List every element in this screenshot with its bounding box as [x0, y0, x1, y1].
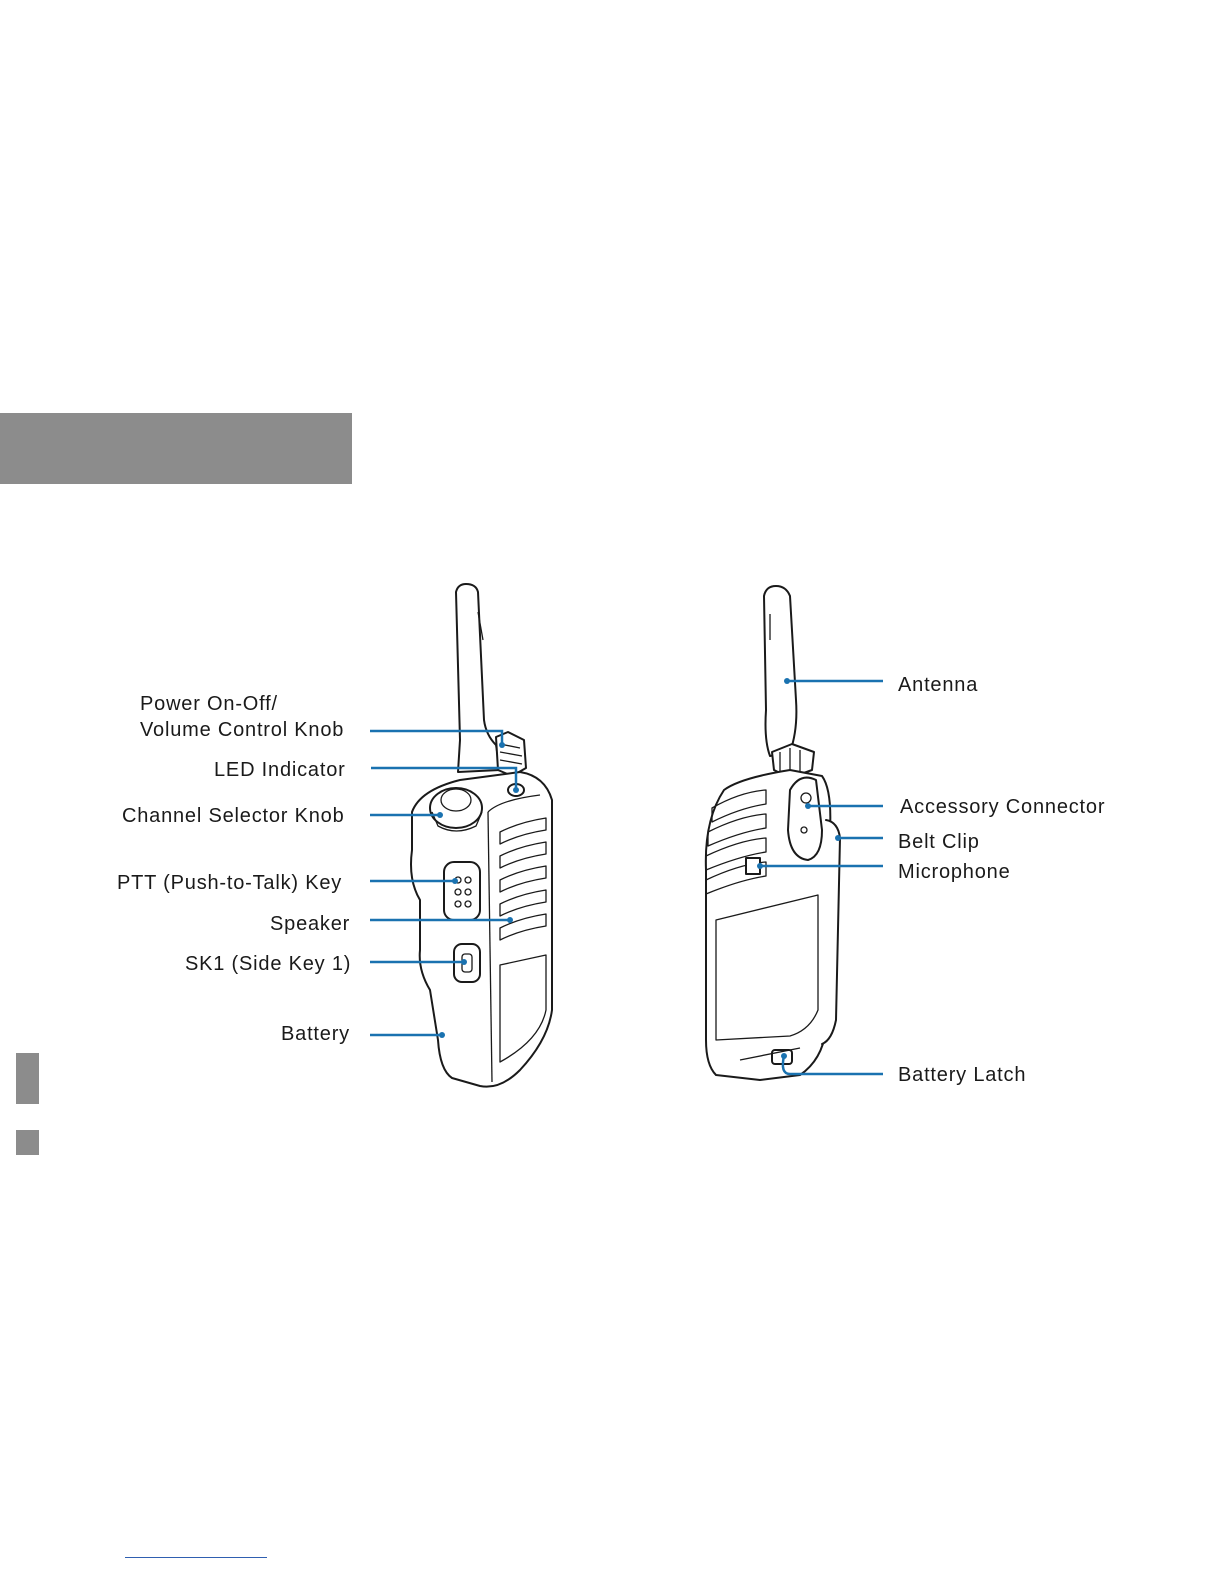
label-battery: Battery [281, 1023, 350, 1045]
label-speaker: Speaker [270, 913, 350, 935]
label-power-knob-line1: Power On-Off/ [140, 693, 278, 715]
label-battery-latch: Battery Latch [898, 1064, 1026, 1086]
label-belt-clip: Belt Clip [898, 831, 980, 853]
label-power-knob-line2: Volume Control Knob [140, 719, 344, 741]
front-labels: Power On-Off/ Volume Control Knob LED In… [117, 693, 351, 1045]
front-radio-illustration [411, 584, 552, 1087]
back-labels: Antenna Accessory Connector Belt Clip Mi… [898, 674, 1105, 1086]
label-led-indicator: LED Indicator [214, 759, 346, 781]
back-radio-illustration [706, 586, 840, 1080]
label-accessory-connector: Accessory Connector [900, 796, 1105, 818]
label-ptt-key: PTT (Push-to-Talk) Key [117, 872, 342, 894]
label-microphone: Microphone [898, 861, 1011, 883]
label-antenna: Antenna [898, 674, 978, 696]
label-sk1: SK1 (Side Key 1) [185, 953, 351, 975]
label-channel-selector: Channel Selector Knob [122, 805, 345, 827]
